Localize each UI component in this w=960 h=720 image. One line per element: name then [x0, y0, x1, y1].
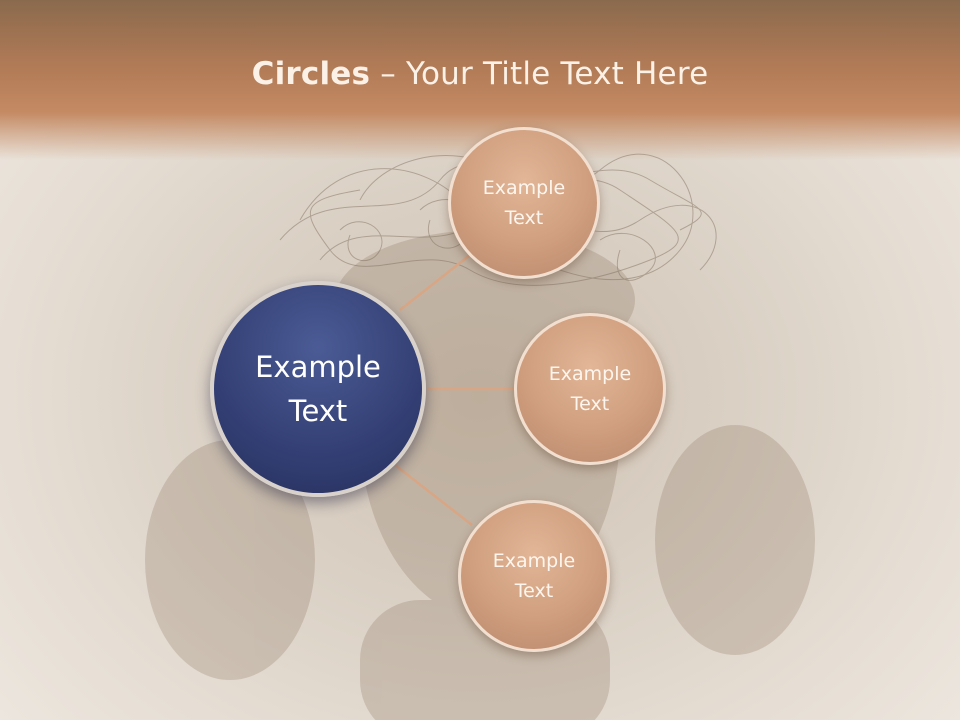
node-circle-3[interactable]: Example Text — [458, 500, 610, 652]
slide-title: Circles – Your Title Text Here — [0, 56, 960, 92]
connector-3 — [394, 464, 473, 526]
title-rest: – Your Title Text Here — [370, 56, 709, 92]
title-bold: Circles — [251, 56, 371, 92]
node-circle-2[interactable]: Example Text — [514, 313, 666, 465]
center-circle[interactable]: Example Text — [210, 281, 426, 497]
node-circle-3-label: Example Text — [492, 550, 576, 602]
node-circle-1-label: Example Text — [482, 177, 566, 229]
center-circle-label: Example Text — [255, 350, 381, 428]
connector-1 — [399, 254, 471, 311]
header-band — [0, 0, 960, 160]
node-circle-1[interactable]: Example Text — [448, 127, 600, 279]
node-circle-2-label: Example Text — [548, 363, 632, 415]
